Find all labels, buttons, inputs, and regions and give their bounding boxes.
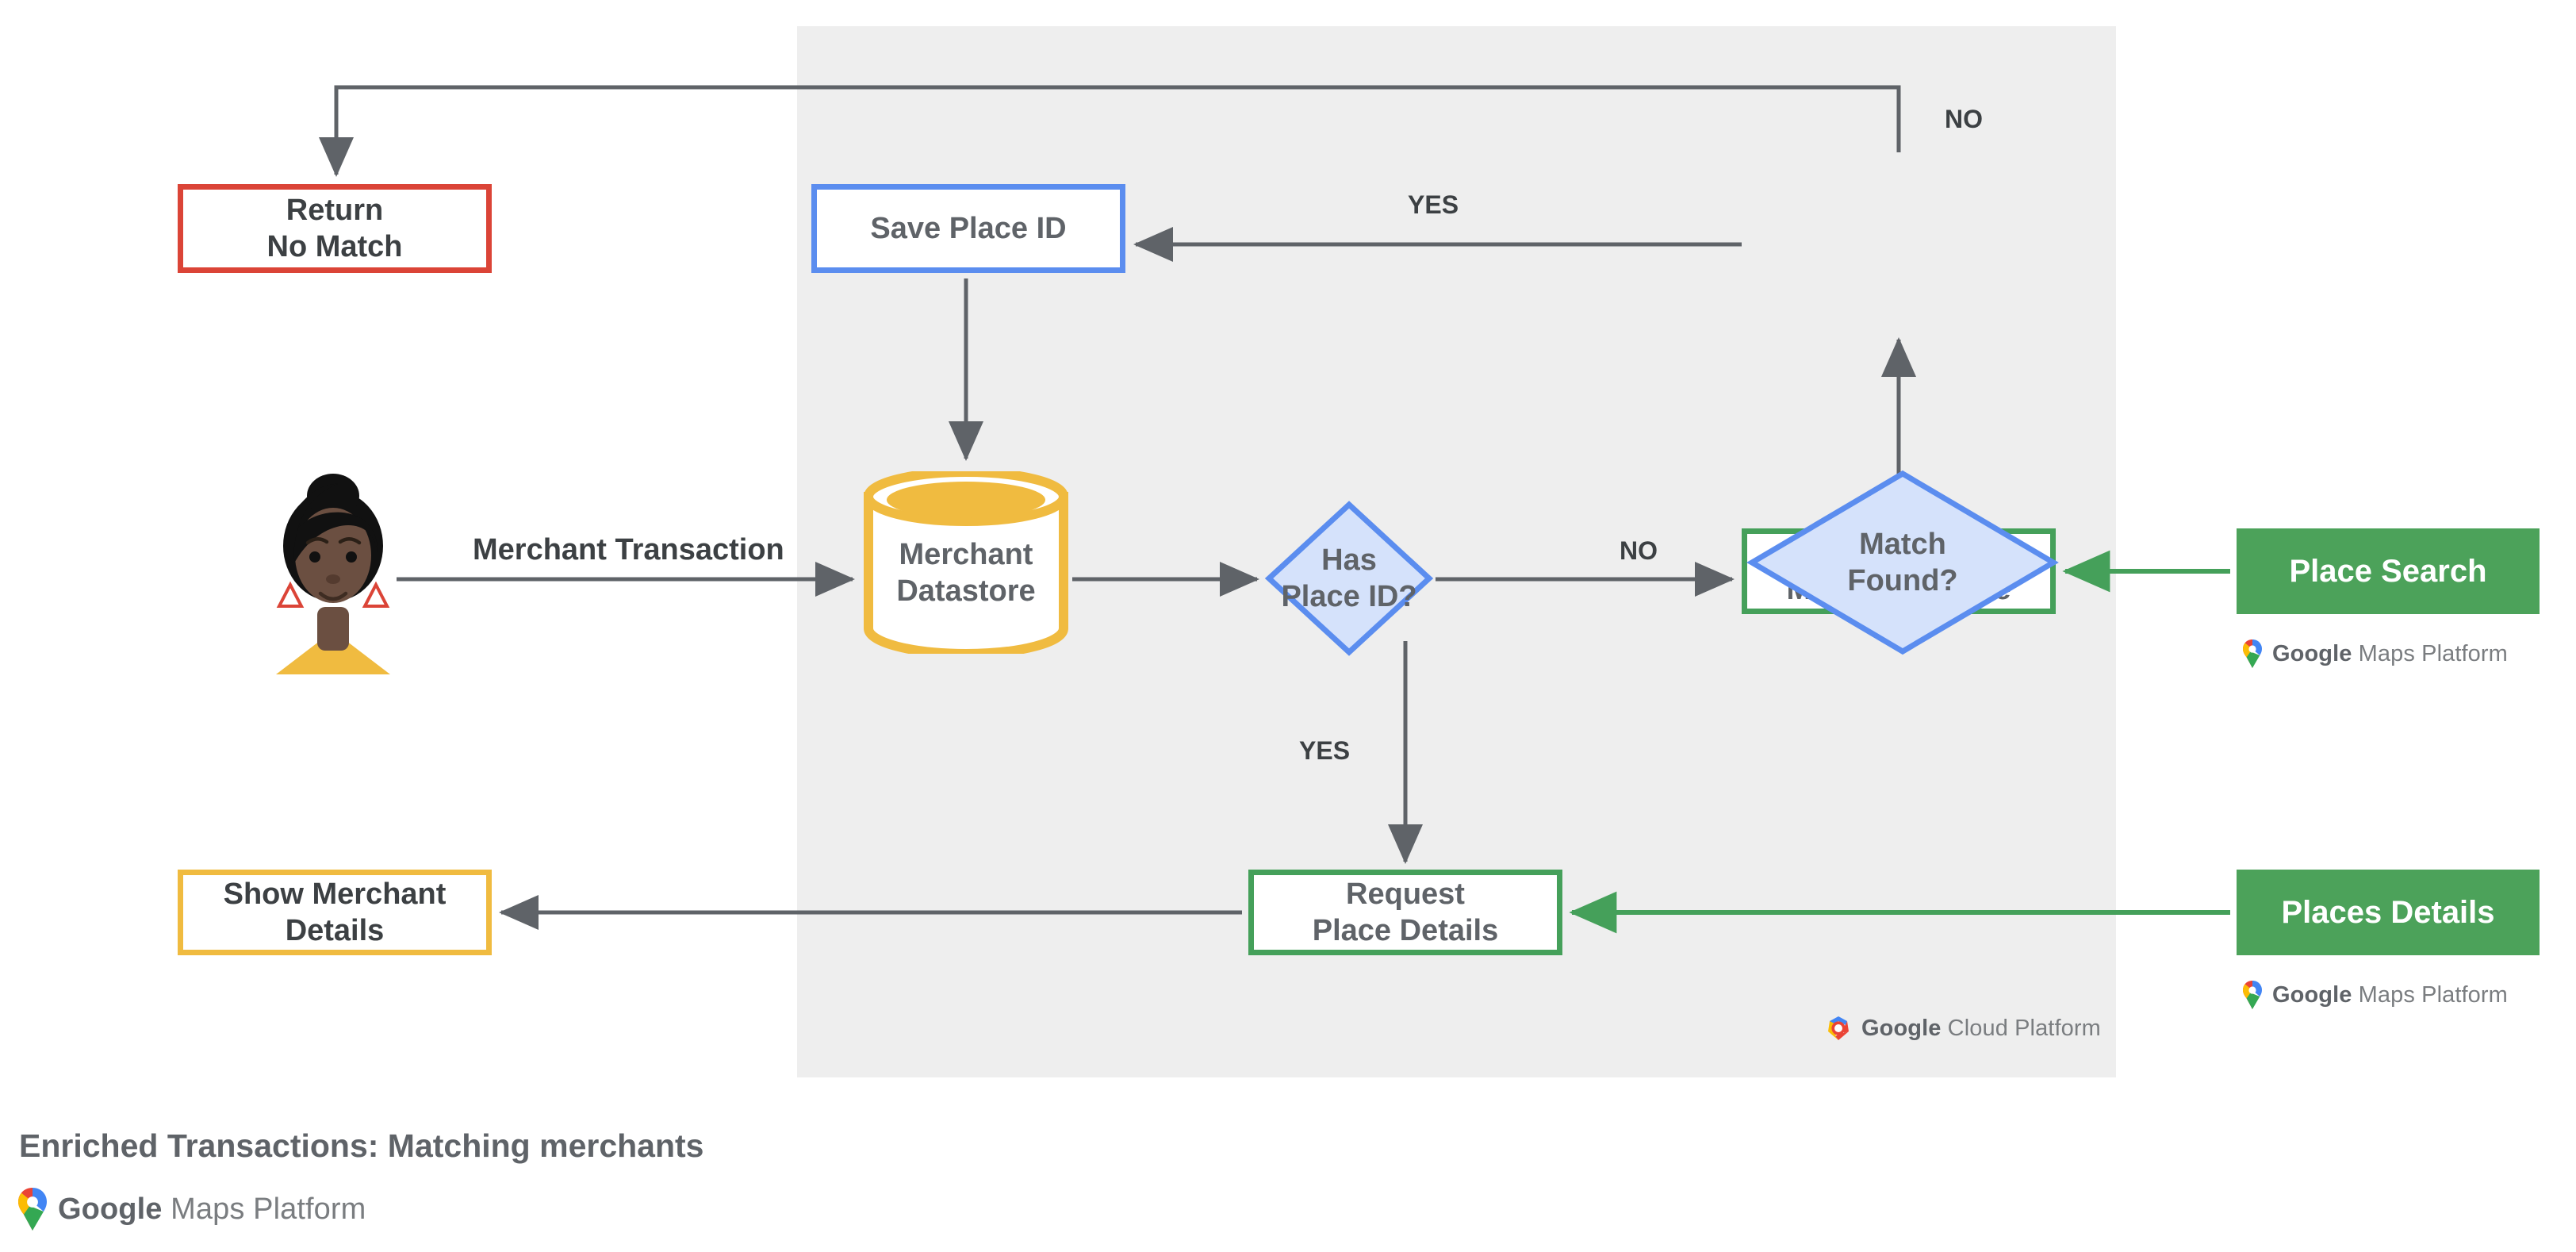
node-label: Save Place ID [870,211,1067,245]
edge-label-no-has-place-id: NO [1620,536,1658,565]
brand-bold: Google [2272,981,2352,1008]
node-label: Merchant Datastore [896,537,1036,608]
edge-matchfound-no-to-return [319,85,1901,178]
node-save-place-id[interactable]: Save Place ID [811,184,1125,273]
node-show-merchant-details[interactable]: Show Merchant Details [178,870,492,955]
brand-bold: Google [58,1192,163,1226]
maps-pin-icon [18,1188,47,1231]
edge-label-merchant-transaction: Merchant Transaction [473,533,784,566]
edge-label-yes-has-place-id: YES [1299,736,1351,765]
google-maps-platform-logo-footer: Google Maps Platform [16,1188,366,1231]
node-return-no-match[interactable]: Return No Match [178,184,492,273]
node-label: Has Place ID? [1281,543,1417,613]
edge-label-no-match-found: NO [1945,105,1983,133]
brand-bold: Google [1861,1015,1942,1041]
brand-bold: Google [2272,640,2352,666]
node-merchant-datastore[interactable]: Merchant Datastore [863,467,1069,659]
brand-light: Maps Platform [2352,981,2508,1008]
brand-light: Cloud Platform [1941,1015,2101,1041]
edge-label-yes-match-found: YES [1408,190,1459,219]
maps-pin-icon [2243,981,2262,1009]
node-label: Places Details [2281,894,2495,930]
node-places-details[interactable]: Places Details [2237,870,2540,955]
node-label: Request Place Details [1312,877,1499,947]
google-maps-platform-logo-places-details: Google Maps Platform [2241,981,2508,1009]
node-label: Place Search [2289,553,2487,589]
brand-light: Maps Platform [162,1192,366,1226]
google-maps-platform-logo-place-search: Google Maps Platform [2241,639,2508,668]
brand-text: Google Cloud Platform [1861,1016,2101,1042]
node-request-place-details[interactable]: Request Place Details [1248,870,1562,955]
node-label: Show Merchant Details [223,877,447,947]
brand-text: Google Maps Platform [2272,641,2508,667]
node-place-search[interactable]: Place Search [2237,528,2540,614]
google-cloud-platform-logo: Google Cloud Platform [1824,1014,2101,1043]
brand-text: Google Maps Platform [2272,982,2508,1008]
node-label: Match Found? [1847,527,1958,597]
diagram-caption: Enriched Transactions: Matching merchant… [19,1127,704,1164]
cloud-hexagon-icon [1828,1016,1849,1040]
maps-pin-icon [2243,639,2262,668]
brand-text: Google Maps Platform [58,1192,366,1227]
brand-light: Maps Platform [2352,640,2508,666]
node-label: Return No Match [266,193,403,263]
merchant-customer-avatar [262,460,404,674]
